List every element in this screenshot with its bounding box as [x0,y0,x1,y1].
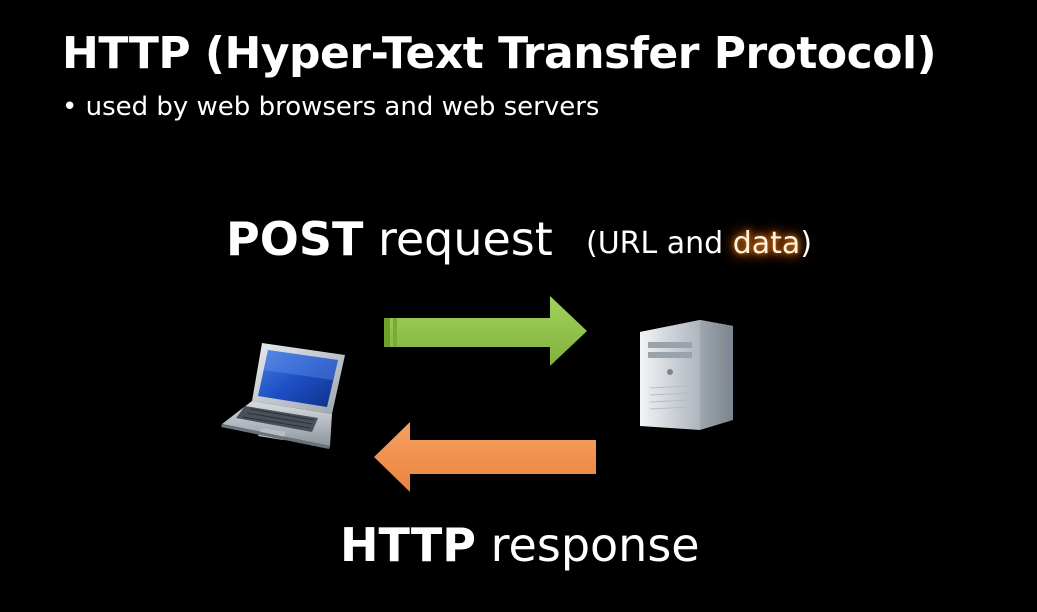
server-tower-icon [640,320,733,430]
response-verb: HTTP [340,518,477,572]
arrow-right-icon [384,296,587,366]
request-word: request [363,212,553,266]
laptop-icon [221,343,345,449]
request-note: (URL and data) [586,226,812,261]
response-label: HTTP response [340,518,700,572]
response-word: response [476,518,700,572]
request-note-suffix: ) [800,226,813,261]
arrow-left-icon [374,422,596,492]
request-note-highlight: data [732,226,801,261]
slide-bullet: • used by web browsers and web servers [62,92,600,122]
request-verb: POST [226,212,364,266]
request-note-prefix: (URL and [586,226,733,261]
slide-title: HTTP (Hyper-Text Transfer Protocol) [62,28,937,79]
request-label: POST request [226,212,553,266]
